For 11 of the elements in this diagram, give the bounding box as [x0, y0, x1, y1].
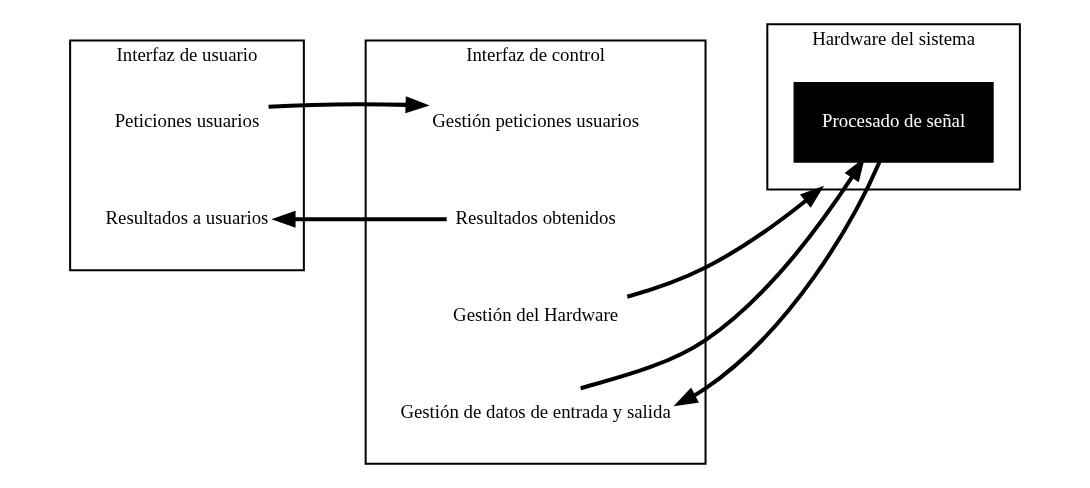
arrow [268, 96, 430, 114]
arrow [271, 210, 447, 228]
node-text: Peticiones usuarios [114, 110, 260, 132]
node-text: Gestión peticiones usuarios [432, 110, 639, 132]
node-text: Gestión de datos de entrada y salida [400, 400, 671, 422]
node-box: Procesado de señal [793, 82, 994, 163]
arrow [673, 161, 882, 407]
node-text: Resultados a usuarios [105, 207, 269, 229]
node-text: Gestión del Hardware [453, 303, 619, 325]
node-text: Resultados obtenidos [455, 207, 616, 229]
arrow [626, 185, 825, 299]
